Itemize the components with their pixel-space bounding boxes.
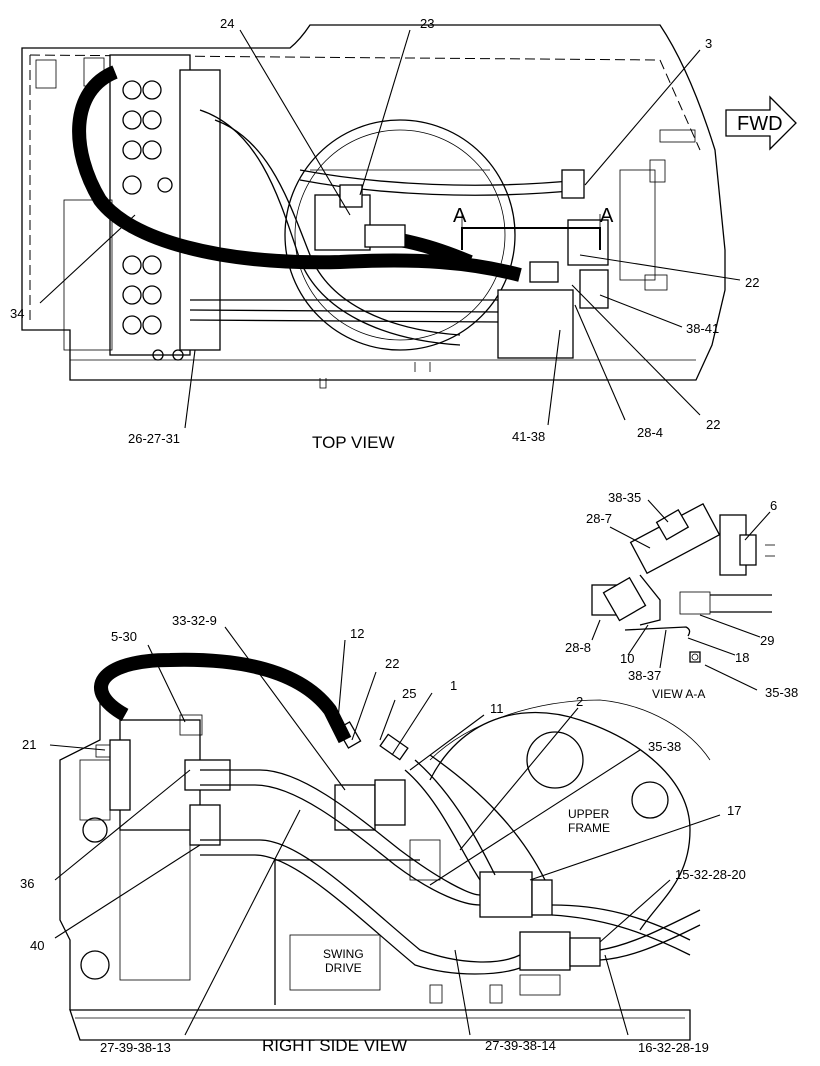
fwd-label: FWD bbox=[737, 113, 783, 135]
callout-6: 6 bbox=[770, 498, 777, 513]
top-view-title: TOP VIEW bbox=[312, 433, 395, 452]
callout-35-38-side: 35-38 bbox=[648, 739, 681, 754]
callout-36: 36 bbox=[20, 876, 34, 891]
section-marker-right: A bbox=[600, 205, 614, 227]
callout-11: 11 bbox=[490, 701, 504, 716]
section-marker-left: A bbox=[453, 205, 467, 227]
callout-22-top-upper: 22 bbox=[745, 275, 759, 290]
callout-15-32-28-20: 15-32-28-20 bbox=[675, 867, 746, 882]
top-view-leaders bbox=[39, 29, 741, 429]
callout-3: 3 bbox=[705, 36, 712, 51]
side-view-leaders bbox=[49, 626, 721, 1036]
callout-29: 29 bbox=[760, 633, 774, 648]
callout-10: 10 bbox=[620, 651, 634, 666]
callout-26-27-31: 26-27-31 bbox=[128, 431, 180, 446]
side-view-title: RIGHT SIDE VIEW bbox=[262, 1036, 407, 1055]
upper-frame-label-2: FRAME bbox=[568, 821, 610, 835]
callout-34: 34 bbox=[10, 306, 24, 321]
swing-drive-label-2: DRIVE bbox=[325, 961, 362, 975]
callout-1: 1 bbox=[450, 678, 457, 693]
callout-25: 25 bbox=[402, 686, 416, 701]
callout-27-39-38-13: 27-39-38-13 bbox=[100, 1040, 171, 1055]
callout-27-39-38-14: 27-39-38-14 bbox=[485, 1038, 556, 1053]
callout-33-32-9: 33-32-9 bbox=[172, 613, 217, 628]
callout-28-8: 28-8 bbox=[565, 640, 591, 655]
callout-2: 2 bbox=[576, 694, 583, 709]
view-aa-drawing bbox=[591, 502, 775, 663]
callout-22-top-lower: 22 bbox=[706, 417, 720, 432]
callout-24: 24 bbox=[220, 16, 234, 31]
callout-38-35: 38-35 bbox=[608, 490, 641, 505]
callout-16-32-28-19: 16-32-28-19 bbox=[638, 1040, 709, 1055]
callout-21: 21 bbox=[22, 737, 36, 752]
top-view-drawing bbox=[21, 24, 726, 389]
callout-28-4: 28-4 bbox=[637, 425, 663, 440]
callout-28-7: 28-7 bbox=[586, 511, 612, 526]
callout-38-41: 38-41 bbox=[686, 321, 719, 336]
callout-35-38-aa: 35-38 bbox=[765, 685, 798, 700]
callout-18: 18 bbox=[735, 650, 749, 665]
swing-drive-label-1: SWING bbox=[323, 947, 364, 961]
callout-40: 40 bbox=[30, 938, 44, 953]
side-view-drawing bbox=[59, 652, 711, 1041]
callout-38-37: 38-37 bbox=[628, 668, 661, 683]
callout-23: 23 bbox=[420, 16, 434, 31]
upper-frame-label-1: UPPER bbox=[568, 807, 610, 821]
callout-5-30: 5-30 bbox=[111, 629, 137, 644]
callout-17: 17 bbox=[727, 803, 741, 818]
fwd-arrow: FWD bbox=[725, 95, 797, 151]
view-aa-title: VIEW A-A bbox=[652, 687, 705, 701]
callout-41-38: 41-38 bbox=[512, 429, 545, 444]
callout-22-side: 22 bbox=[385, 656, 399, 671]
callout-12: 12 bbox=[350, 626, 364, 641]
view-aa-leaders bbox=[591, 499, 771, 691]
